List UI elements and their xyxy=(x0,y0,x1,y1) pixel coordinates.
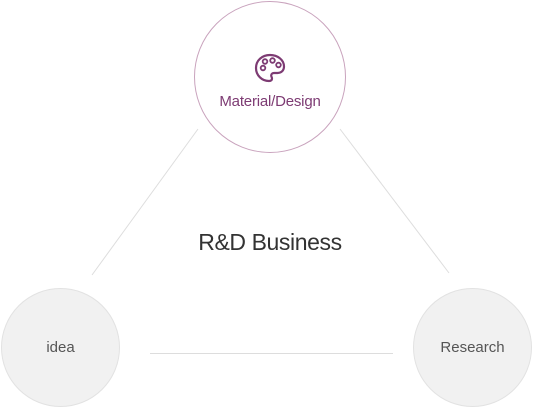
connector-top-right xyxy=(339,128,450,274)
node-label-research: Research xyxy=(440,339,505,356)
connector-top-left xyxy=(91,128,199,276)
node-idea: idea xyxy=(1,288,120,407)
node-material-design: Material/Design xyxy=(194,1,346,153)
node-label-material-design: Material/Design xyxy=(219,92,321,110)
node-label-idea: idea xyxy=(46,339,75,356)
palette-icon xyxy=(254,53,286,83)
node-research: Research xyxy=(413,288,532,407)
diagram-title: R&D Business xyxy=(198,229,342,255)
